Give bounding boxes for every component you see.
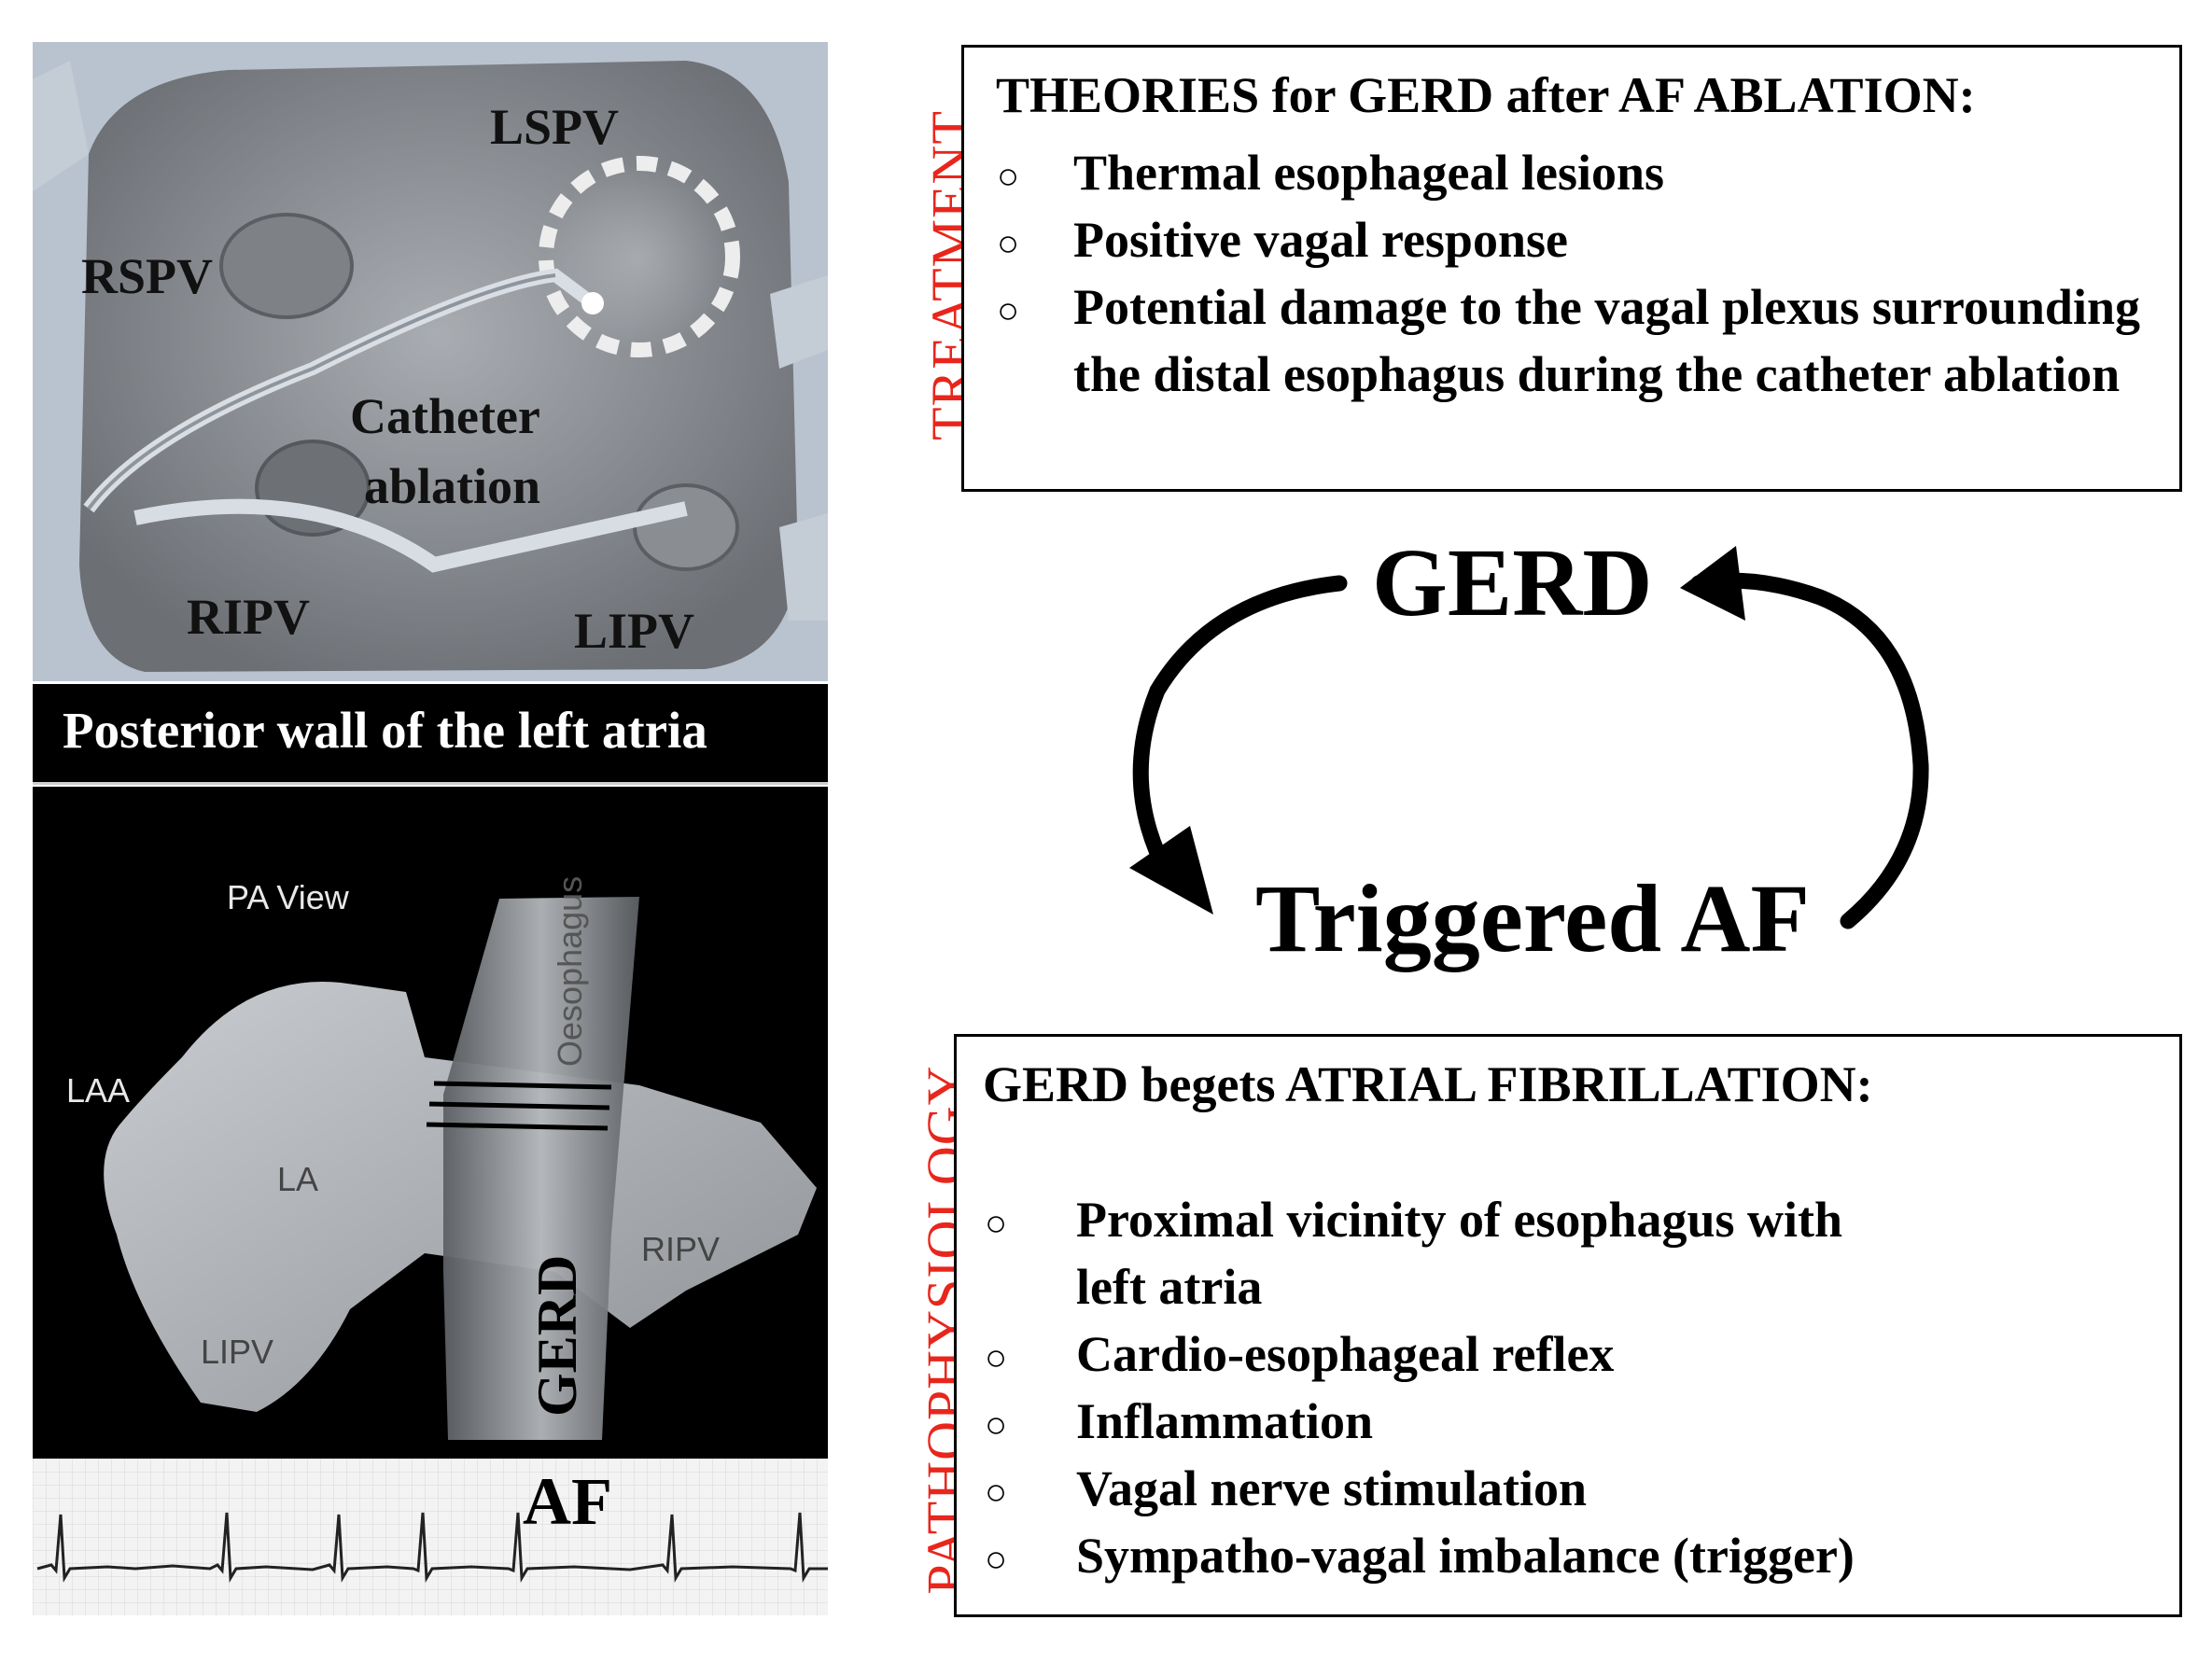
bullet-icon: ○ xyxy=(997,155,1020,197)
ecg-trace xyxy=(33,1459,828,1615)
pathophysiology-list: ○ Proximal vicinity of esophagus with le… xyxy=(985,1186,1918,1589)
ripv-pa-label: RIPV xyxy=(641,1230,721,1268)
posterior-wall-caption: Posterior wall of the left atria xyxy=(63,702,707,759)
ablation-lesion-ring xyxy=(539,156,740,357)
catheter-label-line1: Catheter xyxy=(350,388,540,444)
bullet-icon: ○ xyxy=(985,1202,1008,1244)
list-item: ○ Vagal nerve stimulation xyxy=(985,1455,1918,1522)
cycle-arrows xyxy=(1129,546,1929,929)
lipv-label: LIPV xyxy=(574,603,695,659)
treatment-box-title: THEORIES for GERD after AF ABLATION: xyxy=(996,67,1976,123)
cycle-gerd-label: GERD xyxy=(1372,529,1653,636)
bullet-icon: ○ xyxy=(985,1538,1008,1580)
pa-view-drawing xyxy=(104,897,817,1440)
lipv-pa-label: LIPV xyxy=(201,1333,274,1371)
ripv-label: RIPV xyxy=(187,589,310,645)
laa-label: LAA xyxy=(66,1071,131,1110)
list-item: ○ Inflammation xyxy=(985,1388,1918,1455)
arrowhead-down-icon xyxy=(1129,826,1213,915)
pa-view-title: PA View xyxy=(227,878,349,916)
pa-view-illustration: PA View Oesophagus LAA LA RIPV LIPV GERD xyxy=(33,787,828,1459)
list-item-text: Positive vagal response xyxy=(1073,212,1568,268)
la-label: LA xyxy=(277,1160,319,1198)
bullet-icon: ○ xyxy=(985,1336,1008,1378)
list-item: ○ Sympatho-vagal imbalance (trigger) xyxy=(985,1522,1918,1589)
catheter-ablation-illustration: LSPV RSPV Catheter ablation RIPV LIPV xyxy=(33,42,828,681)
bullet-icon: ○ xyxy=(985,1471,1008,1513)
pathophysiology-box: GERD begets ATRIAL FIBRILLATION: ○ Proxi… xyxy=(954,1034,2182,1617)
list-item: ○ Thermal esophageal lesions xyxy=(997,139,2140,206)
list-item: ○ Potential damage to the vagal plexus s… xyxy=(997,273,2140,408)
lspv-label: LSPV xyxy=(490,99,620,155)
af-to-gerd-arrow xyxy=(1690,572,1929,929)
list-item-text: Cardio-esophageal reflex xyxy=(1076,1326,1615,1382)
caption-bar: Posterior wall of the left atria xyxy=(33,684,828,783)
caption-divider xyxy=(33,782,828,785)
cycle-triggered-af-label: Triggered AF xyxy=(1255,865,1811,972)
pathophysiology-box-title: GERD begets ATRIAL FIBRILLATION: xyxy=(983,1056,1873,1112)
bullet-icon: ○ xyxy=(997,222,1020,264)
arrowhead-left-icon xyxy=(1680,546,1745,621)
list-item-text: Sympatho-vagal imbalance (trigger) xyxy=(1076,1528,1855,1584)
treatment-list: ○ Thermal esophageal lesions ○ Positive … xyxy=(997,139,2140,408)
list-item: ○ Positive vagal response xyxy=(997,206,2140,273)
gerd-to-af-arrow xyxy=(1132,575,1348,881)
list-item-text: Thermal esophageal lesions xyxy=(1073,145,1665,201)
bullet-icon: ○ xyxy=(985,1404,1008,1446)
atrium-drawing xyxy=(33,42,828,681)
list-item: ○ Proximal vicinity of esophagus with le… xyxy=(985,1186,1918,1320)
gerd-esophagus-label: GERD xyxy=(526,1254,588,1417)
list-item-text: Proximal vicinity of esophagus with left… xyxy=(1076,1192,1843,1315)
bullet-icon: ○ xyxy=(997,289,1020,331)
list-item-text: Vagal nerve stimulation xyxy=(1076,1460,1588,1516)
list-item: ○ Cardio-esophageal reflex xyxy=(985,1320,1918,1388)
list-item-text: Potential damage to the vagal plexus sur… xyxy=(1073,279,2140,402)
oesophagus-label: Oesophagus xyxy=(551,875,589,1067)
af-ecg-label: AF xyxy=(523,1464,612,1539)
catheter-label-line2: ablation xyxy=(364,458,541,514)
treatment-theories-box: THEORIES for GERD after AF ABLATION: ○ T… xyxy=(961,45,2182,492)
list-item-text: Inflammation xyxy=(1076,1393,1374,1449)
probe-bands xyxy=(426,1081,612,1131)
esophagus-shape xyxy=(443,897,639,1440)
rspv-label: RSPV xyxy=(81,248,214,304)
ecg-strip xyxy=(33,1459,828,1615)
